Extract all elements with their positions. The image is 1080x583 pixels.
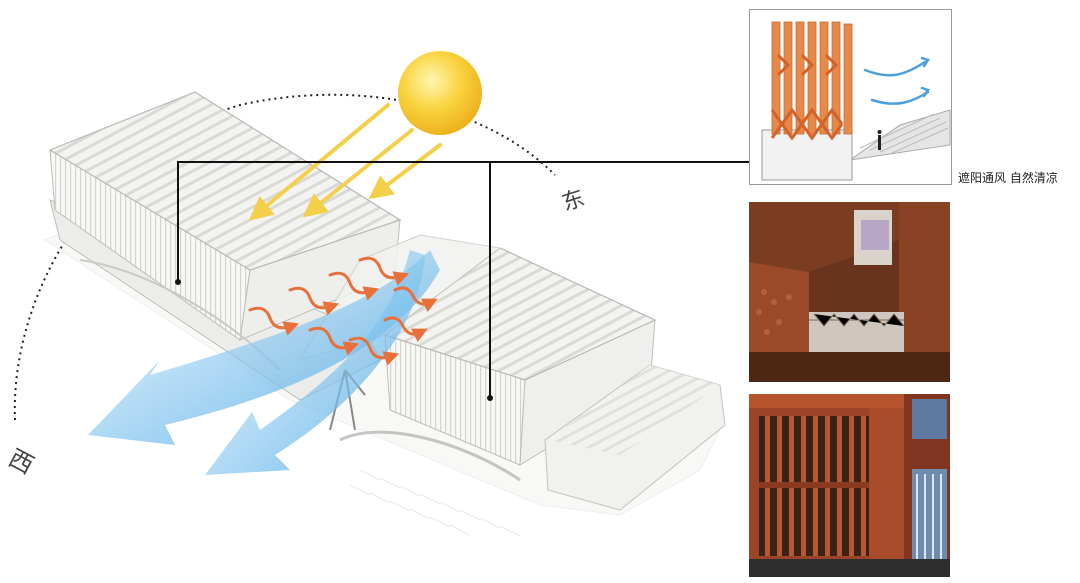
right-building	[339, 247, 726, 511]
leader-dot-left	[175, 279, 181, 285]
east-label: 东	[559, 186, 588, 217]
sun-icon	[398, 51, 482, 135]
building-ventilation-diagram: 东 西	[4, 51, 740, 537]
leader-connector	[740, 161, 750, 163]
shading-screen-illustration	[749, 9, 952, 185]
wind-arrow-icon	[88, 250, 440, 475]
west-label: 西	[4, 444, 38, 480]
leader-lines	[177, 161, 740, 398]
warm-air-arrows	[248, 256, 438, 366]
caption-text: 遮阳通风 自然清凉	[958, 171, 1058, 185]
facade-louvre-photo	[749, 394, 950, 577]
interior-photo	[749, 202, 950, 382]
sun-rays	[248, 103, 442, 221]
leader-dot-right	[487, 395, 493, 401]
left-building	[48, 91, 402, 401]
